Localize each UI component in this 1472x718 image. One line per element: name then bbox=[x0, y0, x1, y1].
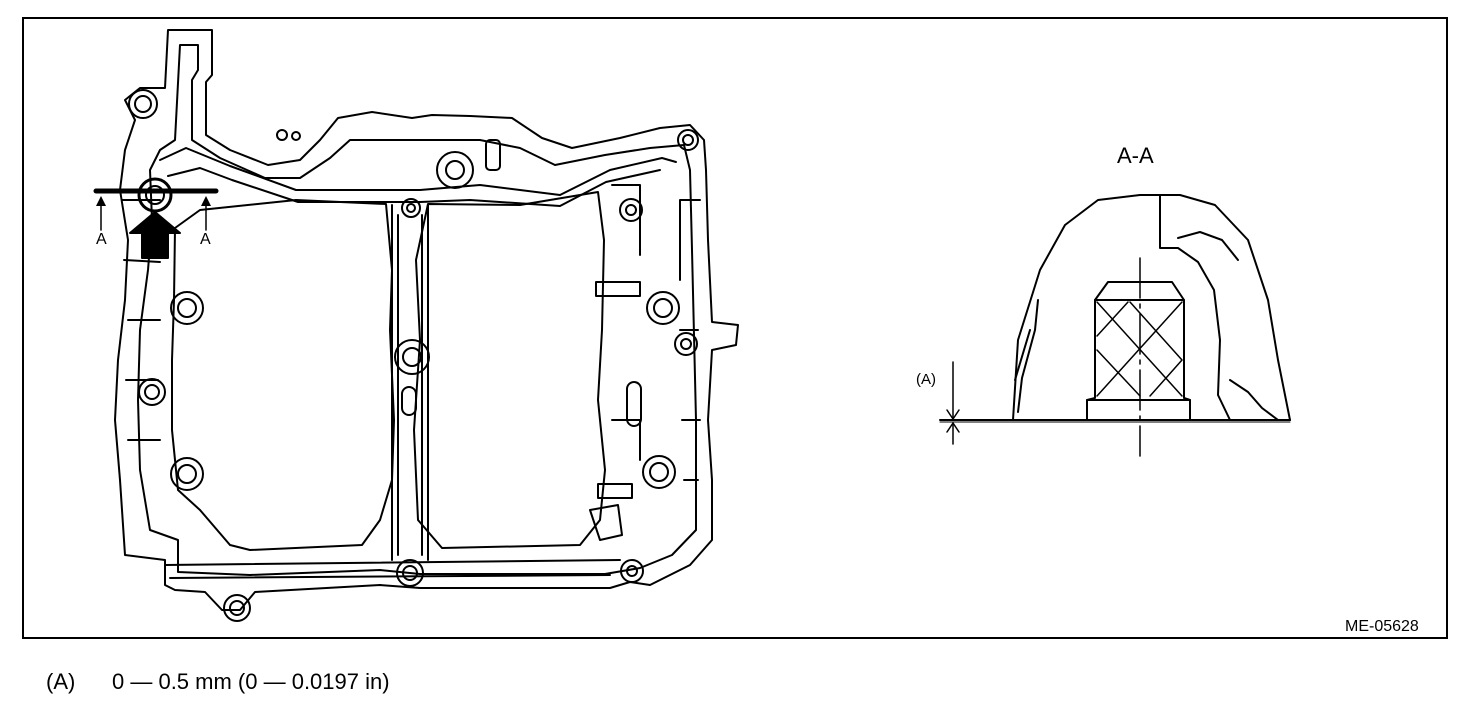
left-cavity bbox=[171, 199, 395, 551]
legend-value: 0 — 0.5 mm (0 — 0.0197 in) bbox=[112, 669, 390, 694]
section-cut-arrow-icon bbox=[93, 188, 219, 231]
legend-key: (A) bbox=[46, 669, 76, 694]
section-marker-left: A bbox=[96, 231, 107, 248]
figure-code: ME-05628 bbox=[1345, 618, 1419, 635]
figure-frame bbox=[22, 17, 1448, 639]
dimension-marker bbox=[946, 361, 960, 445]
pointer-arrow-icon bbox=[129, 211, 181, 259]
section-marker-right: A bbox=[200, 231, 211, 248]
drain-plug bbox=[137, 177, 173, 213]
housing-drawing bbox=[114, 29, 739, 622]
legend: (A) 0 — 0.5 mm (0 — 0.0197 in) bbox=[46, 669, 390, 695]
section-label: A-A bbox=[1117, 143, 1154, 168]
housing-outline bbox=[114, 29, 739, 611]
dimension-label: (A) bbox=[916, 371, 936, 388]
housing-inner-rim bbox=[137, 44, 697, 576]
right-cavity bbox=[413, 191, 606, 549]
section-view bbox=[939, 194, 1291, 457]
